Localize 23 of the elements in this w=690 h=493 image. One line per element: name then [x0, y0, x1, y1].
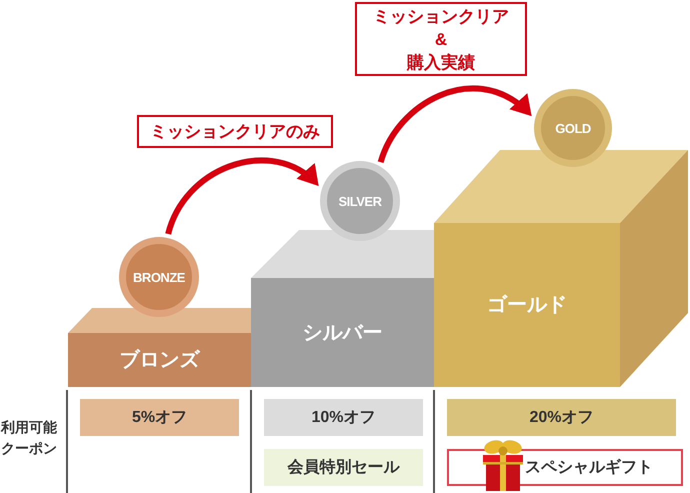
- block-label: ゴールド: [487, 295, 567, 315]
- podium-block: [68, 308, 251, 387]
- coupon-text: 会員特別セール: [288, 460, 400, 476]
- coin-label: GOLD: [555, 122, 591, 134]
- edge-label: ミッションクリア & 購入実績: [355, 2, 527, 76]
- coin-label: BRONZE: [133, 270, 185, 284]
- coupon-text: スペシャルギフト: [525, 460, 653, 476]
- podium-block: [251, 230, 434, 387]
- coupon-bar: [447, 399, 676, 436]
- curved-arrow: [165, 157, 321, 235]
- coin-label: SILVER: [338, 194, 382, 208]
- curved-arrow: [378, 85, 534, 164]
- podium-block: [434, 150, 688, 387]
- edge-label: ミッションクリアのみ: [137, 115, 333, 148]
- block-label: シルバー: [302, 322, 382, 342]
- block-label: ブロンズ: [120, 350, 200, 370]
- coupon-text: 10%オフ: [311, 410, 376, 426]
- coupon-bar: [80, 399, 239, 436]
- row-label: 利用可能クーポン: [1, 418, 58, 458]
- coupon-bar: [264, 449, 423, 486]
- coupon-bar: [264, 399, 423, 436]
- coupon-text: 20%オフ: [529, 410, 594, 426]
- coupon-text: 5%オフ: [132, 410, 188, 426]
